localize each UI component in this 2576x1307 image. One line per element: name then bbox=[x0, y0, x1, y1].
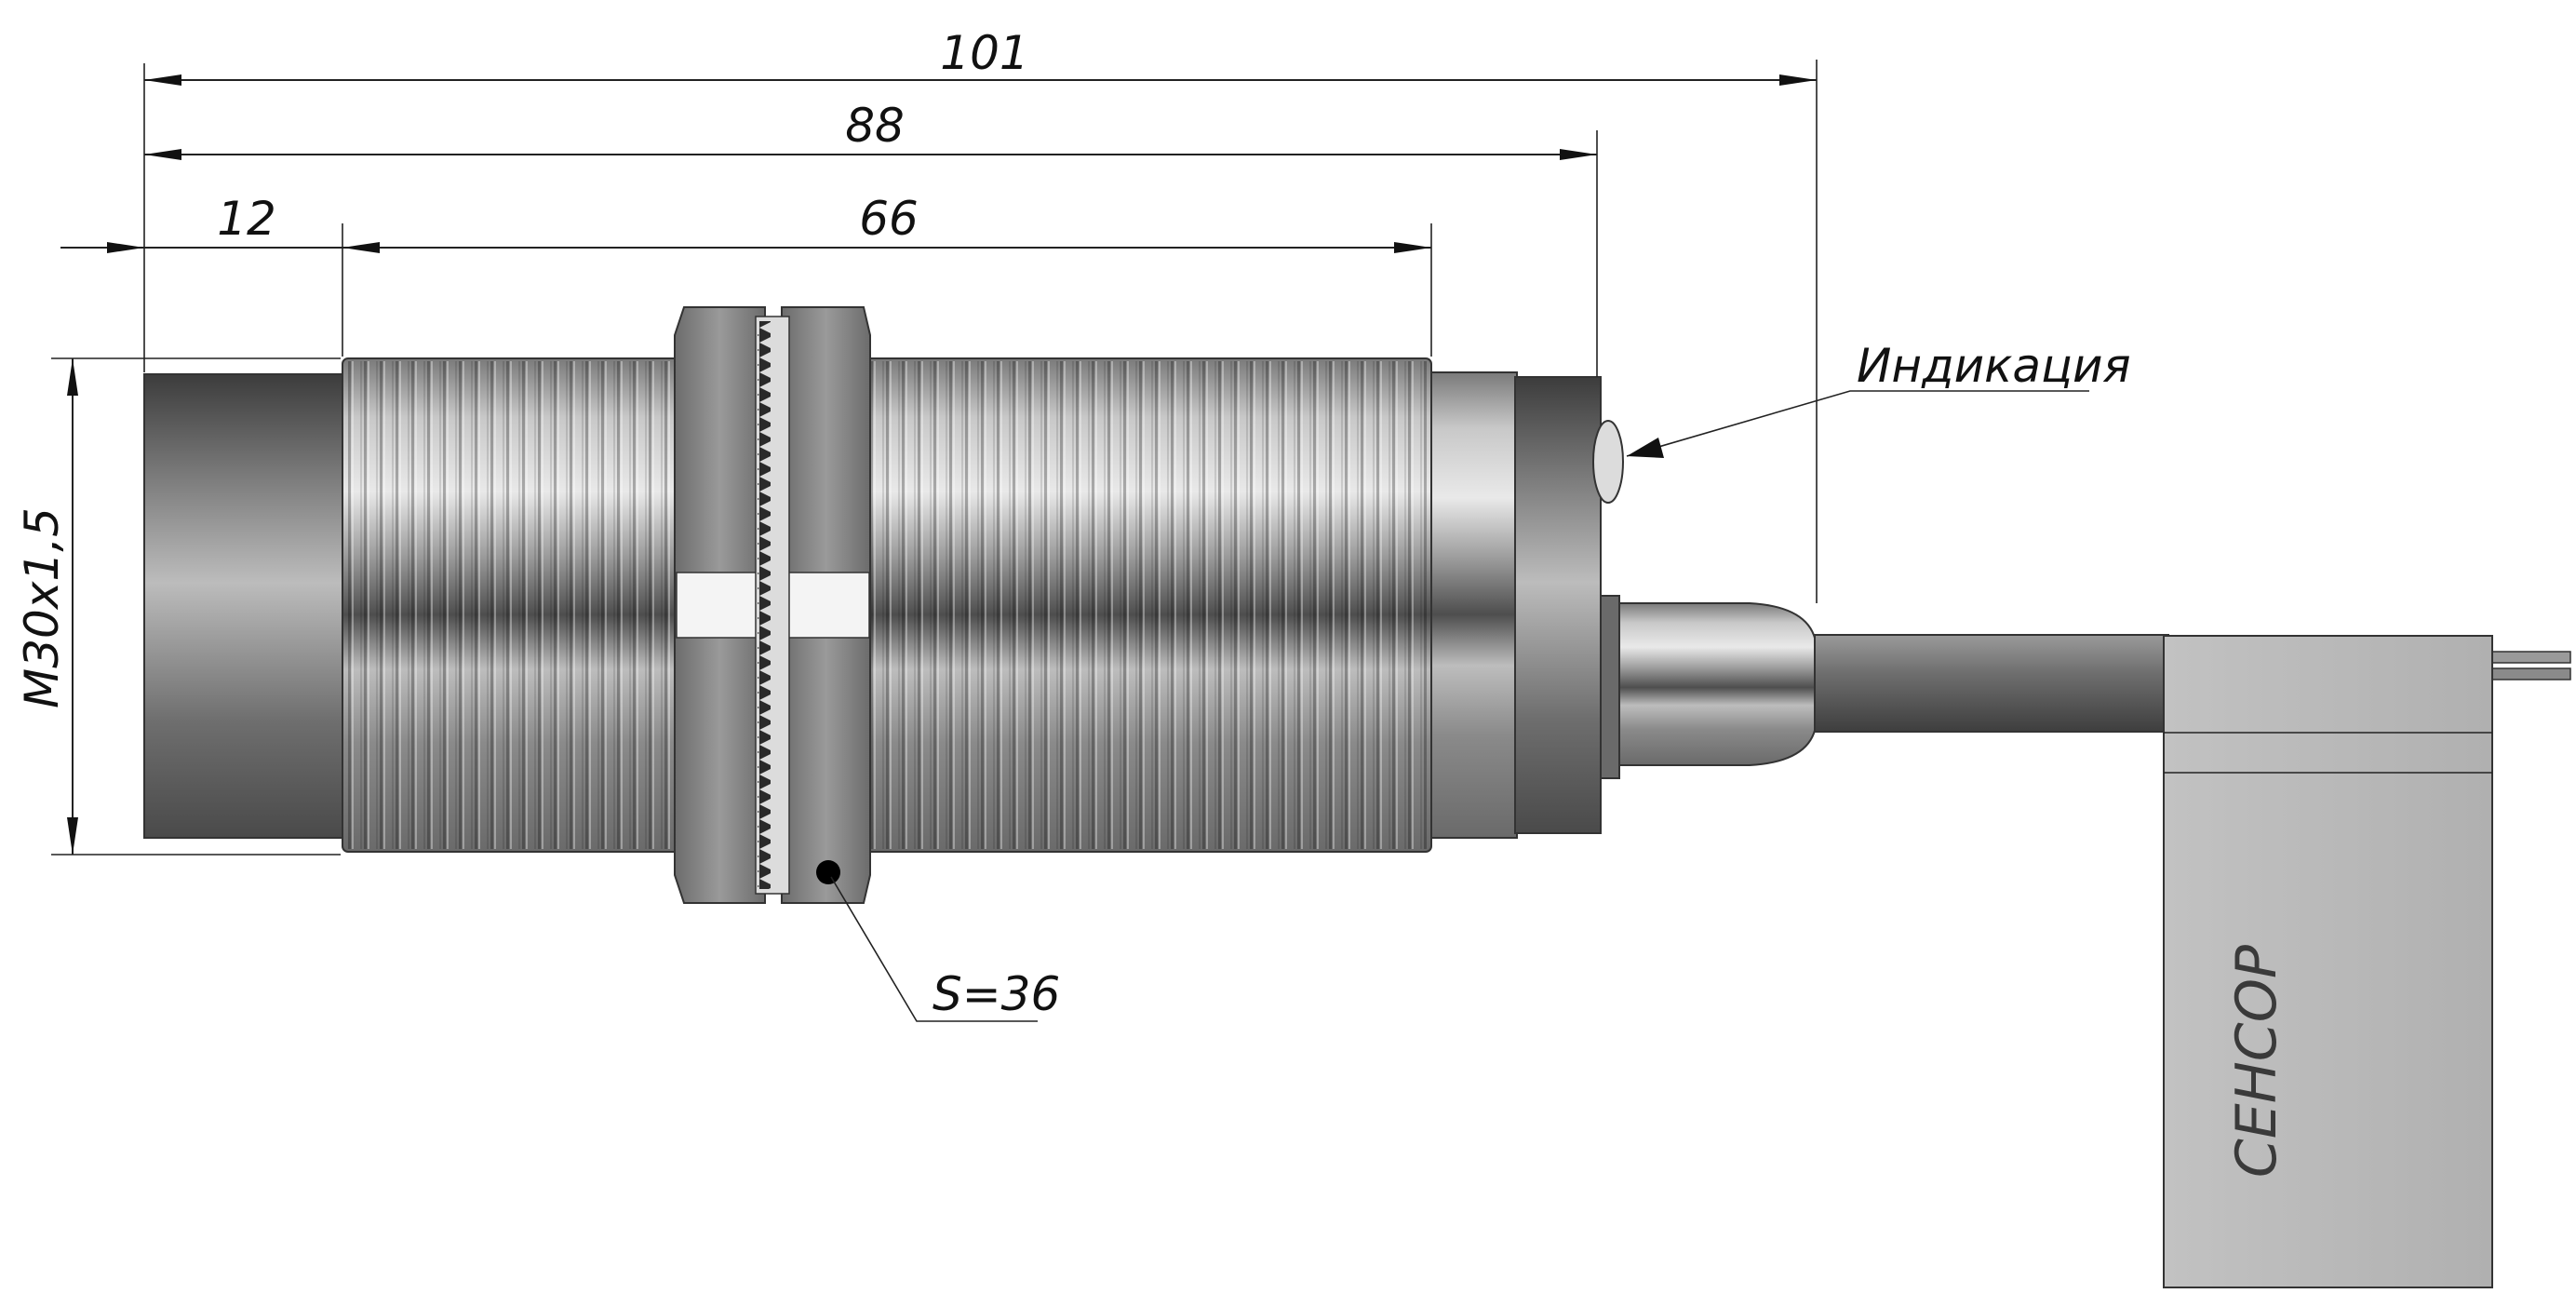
dim-text-101: 101 bbox=[940, 26, 1028, 80]
dimension-texts: 101 88 12 66 M30x1,5 Индикация S=36 bbox=[15, 26, 2131, 1021]
lead-wire-1 bbox=[2491, 651, 2571, 664]
lead-wire-2 bbox=[2491, 667, 2571, 680]
cable bbox=[1814, 634, 2169, 733]
label-brand-text: СЕНСОР bbox=[2224, 944, 2289, 1178]
dim-text-thread: M30x1,5 bbox=[15, 507, 69, 708]
wrench-leader bbox=[830, 876, 1038, 1022]
dim-text-88: 88 bbox=[845, 99, 905, 153]
housing-ring-rear bbox=[1514, 376, 1602, 834]
callout-text-indicator: Индикация bbox=[1857, 339, 2131, 393]
cable-label: СЕНСОР bbox=[2163, 635, 2493, 1288]
leader-lines bbox=[830, 390, 2089, 1022]
callout-text-wrench: S=36 bbox=[932, 967, 1060, 1021]
dimension-lines bbox=[60, 74, 1817, 855]
thread-grooves bbox=[346, 361, 1428, 849]
sensing-face bbox=[143, 373, 345, 839]
housing-ring-front bbox=[1430, 371, 1518, 839]
indicator-leader-arrow bbox=[1627, 438, 1664, 458]
cable-gland-base bbox=[1600, 595, 1620, 779]
dim-text-12: 12 bbox=[217, 192, 276, 246]
nut-left-flat bbox=[676, 572, 765, 639]
washer-teeth bbox=[758, 321, 771, 889]
cable-gland bbox=[1618, 602, 1818, 766]
lock-nuts bbox=[674, 306, 871, 904]
wrench-callout-dot bbox=[816, 860, 840, 884]
indicator-led bbox=[1592, 420, 1624, 504]
nut-right-flat bbox=[782, 572, 870, 639]
label-tag bbox=[2163, 635, 2493, 1288]
sensor-body bbox=[143, 357, 2571, 853]
indicator-leader bbox=[1626, 390, 2089, 457]
extension-lines bbox=[51, 60, 1818, 856]
dim-text-66: 66 bbox=[859, 192, 919, 246]
